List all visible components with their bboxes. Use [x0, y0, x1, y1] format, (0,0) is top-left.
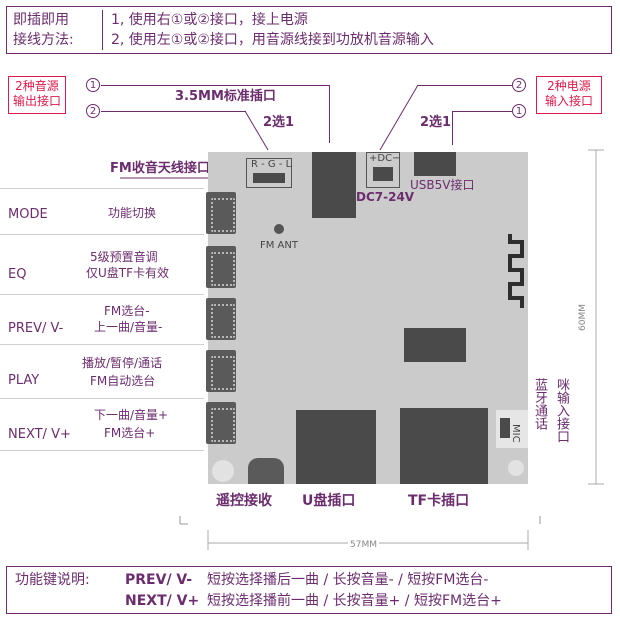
dc-silk: +DC−: [369, 153, 401, 164]
prev-name: PREV/ V-: [8, 321, 64, 336]
play-desc-2: FM自动选台: [90, 374, 156, 388]
next-key-desc: 短按选择播前一曲 / 长按音量+ / 短按FM选台+: [207, 593, 502, 609]
eq-button[interactable]: [206, 246, 236, 288]
separator: [0, 344, 204, 345]
width-dimension: 57MM: [348, 540, 379, 550]
play-desc-1: 播放/暂停/通话: [82, 356, 163, 370]
separator: [0, 398, 204, 399]
choose-one-right: 2选1: [420, 115, 452, 130]
fm-ant-silk: FM ANT: [260, 240, 298, 251]
tf-label: TF卡插口: [408, 493, 470, 509]
separator: [0, 234, 204, 235]
bt-mic-label-2: 咪输入接口: [554, 378, 569, 443]
eq-name: EQ: [8, 267, 27, 282]
function-keys-box: 功能键说明: PREV/ V- 短按选择播后一曲 / 长按音量- / 短按FM选…: [6, 566, 612, 614]
next-button[interactable]: [206, 402, 236, 444]
circle-number-2-left: 2: [86, 104, 100, 118]
separator: [0, 450, 204, 451]
circle-number-2-right: 2: [512, 78, 526, 92]
circle-number-1-right: 1: [512, 104, 526, 118]
info-divider: [102, 10, 103, 50]
next-desc-1: 下一曲/音量+: [94, 408, 169, 422]
bluetooth-antenna-trace: [508, 234, 524, 308]
leader-line: [101, 111, 245, 112]
eq-desc-1: 5级预置音调: [90, 250, 158, 264]
wiring-step-2: 2, 使用左①或②接口，用音源线接到功放机音源输入: [111, 32, 434, 48]
remote-label: 遥控接收: [216, 493, 272, 509]
prev-key-desc: 短按选择播后一曲 / 长按音量- / 短按FM选台-: [207, 572, 489, 588]
usb-label: USB5V接口: [410, 178, 475, 192]
prev-button[interactable]: [206, 298, 236, 340]
rgl-silk: R - G - L: [251, 159, 292, 170]
u-disk-slot: [296, 410, 376, 484]
ir-receiver: [248, 458, 284, 484]
leader-line: [418, 85, 512, 86]
bt-mic-label-1: 蓝牙通话: [532, 378, 547, 430]
dc-voltage-label: DC7-24V: [356, 190, 415, 204]
prev-key: PREV/ V-: [125, 572, 193, 588]
power-input-line1: 2种电源: [547, 79, 591, 93]
power-input-line2: 输入接口: [544, 94, 593, 108]
audio-output-box: 2种音源 输出接口: [8, 76, 66, 114]
leader-line: [452, 111, 512, 112]
function-keys-title: 功能键说明:: [15, 572, 90, 588]
wiring-instructions-box: 即插即用 接线方法: 1, 使用右①或②接口，接上电源 2, 使用左①或②接口，…: [6, 6, 612, 54]
mode-desc: 功能切换: [108, 206, 157, 220]
udisk-label: U盘插口: [302, 493, 356, 509]
height-dimension: 60MM: [578, 304, 588, 331]
mic-connector: MIC: [496, 410, 528, 448]
play-button[interactable]: [206, 350, 236, 392]
fm-antenna-pad: [274, 224, 284, 234]
audio-jack-3-5mm: [312, 152, 356, 218]
usb-port: [414, 152, 456, 176]
main-chip: [404, 328, 466, 362]
next-key: NEXT/ V+: [125, 593, 200, 609]
fm-antenna-label: FM收音天线接口: [110, 161, 210, 176]
mode-name: MODE: [8, 207, 48, 222]
next-name: NEXT/ V+: [8, 427, 71, 442]
tf-card-slot: [400, 408, 488, 484]
separator: [0, 294, 204, 295]
choose-one-left: 2选1: [263, 115, 295, 130]
leader-line: [452, 111, 453, 145]
audio-output-line1: 2种音源: [15, 79, 59, 93]
play-name: PLAY: [8, 373, 40, 388]
dc-connector: +DC−: [366, 152, 400, 188]
wiring-step-1: 1, 使用右①或②接口，接上电源: [111, 12, 308, 28]
leader-line: [101, 85, 329, 86]
separator: [0, 188, 204, 189]
audio-output-line2: 输出接口: [12, 94, 61, 108]
power-input-box: 2种电源 输入接口: [536, 76, 602, 114]
leader-line: [329, 85, 330, 143]
prev-desc-2: 上一曲/音量-: [94, 320, 163, 334]
wiring-method-label: 接线方法:: [13, 32, 74, 48]
rgl-connector: R - G - L: [246, 158, 292, 188]
eq-desc-2: 仅U盘TF卡有效: [86, 266, 170, 280]
circle-number-1-left: 1: [86, 78, 100, 92]
mode-button[interactable]: [206, 192, 236, 234]
next-desc-2: FM选台+: [104, 426, 156, 440]
pcb-board: R - G - L +DC− DC7-24V USB5V接口 FM ANT MI…: [208, 152, 528, 484]
mic-silk: MIC: [510, 424, 521, 443]
prev-desc-1: FM选台-: [104, 304, 150, 318]
jack-label: 3.5MM标准插口: [175, 89, 276, 104]
plug-and-play-label: 即插即用: [13, 12, 69, 28]
